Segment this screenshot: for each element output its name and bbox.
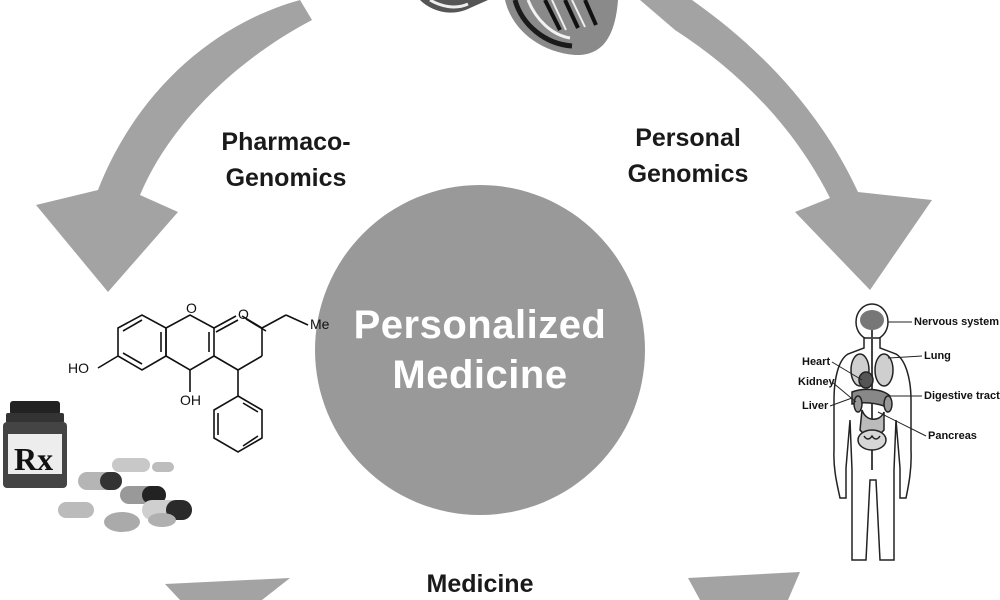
hub-title-line2: Medicine bbox=[392, 353, 568, 397]
pills-group bbox=[58, 458, 192, 532]
molecule-oh-label: OH bbox=[180, 392, 201, 408]
bottom-left-arrowhead bbox=[165, 578, 290, 600]
anatomy-digestive-tract: Digestive tract bbox=[924, 390, 1000, 402]
dna-helix-icon bbox=[420, 0, 618, 56]
label-personal-genomics-line2: Genomics bbox=[627, 160, 749, 188]
molecule-me-label: Me bbox=[310, 316, 330, 332]
human-body-icon bbox=[829, 303, 927, 561]
anatomy-liver: Liver bbox=[802, 400, 829, 412]
molecule-ho-label: HO bbox=[68, 360, 89, 376]
anatomy-pancreas: Pancreas bbox=[928, 430, 977, 442]
label-pharmacogenomics-line2: Genomics bbox=[225, 164, 347, 192]
hub-circle bbox=[315, 185, 645, 515]
label-personal-genomics-line1: Personal bbox=[635, 124, 741, 152]
anatomy-lung: Lung bbox=[924, 350, 951, 362]
anatomy-nervous-system: Nervous system bbox=[914, 316, 999, 328]
rx-bottle-icon bbox=[3, 401, 67, 488]
hub-title-line1: Personalized bbox=[353, 303, 607, 347]
hub-title: Personalized Medicine bbox=[318, 300, 642, 400]
anatomy-heart: Heart bbox=[802, 356, 831, 368]
label-medicine-line1: Medicine bbox=[426, 570, 534, 598]
right-arrow bbox=[640, 0, 932, 290]
label-personal-genomics: Personal Genomics bbox=[598, 120, 778, 192]
molecule-structure bbox=[97, 314, 309, 453]
anatomy-kidney: Kidney bbox=[798, 376, 835, 388]
label-medicine: Medicine bbox=[380, 566, 580, 600]
rx-label: Rx bbox=[14, 441, 54, 477]
left-arrow bbox=[36, 0, 312, 292]
molecule-ring-oxygen-label: O bbox=[186, 300, 197, 316]
label-pharmacogenomics-line1: Pharmaco- bbox=[221, 128, 351, 156]
label-pharmacogenomics: Pharmaco- Genomics bbox=[196, 124, 376, 196]
molecule-carbonyl-oxygen-label: O bbox=[238, 306, 249, 322]
bottom-right-arrowhead bbox=[688, 572, 800, 600]
